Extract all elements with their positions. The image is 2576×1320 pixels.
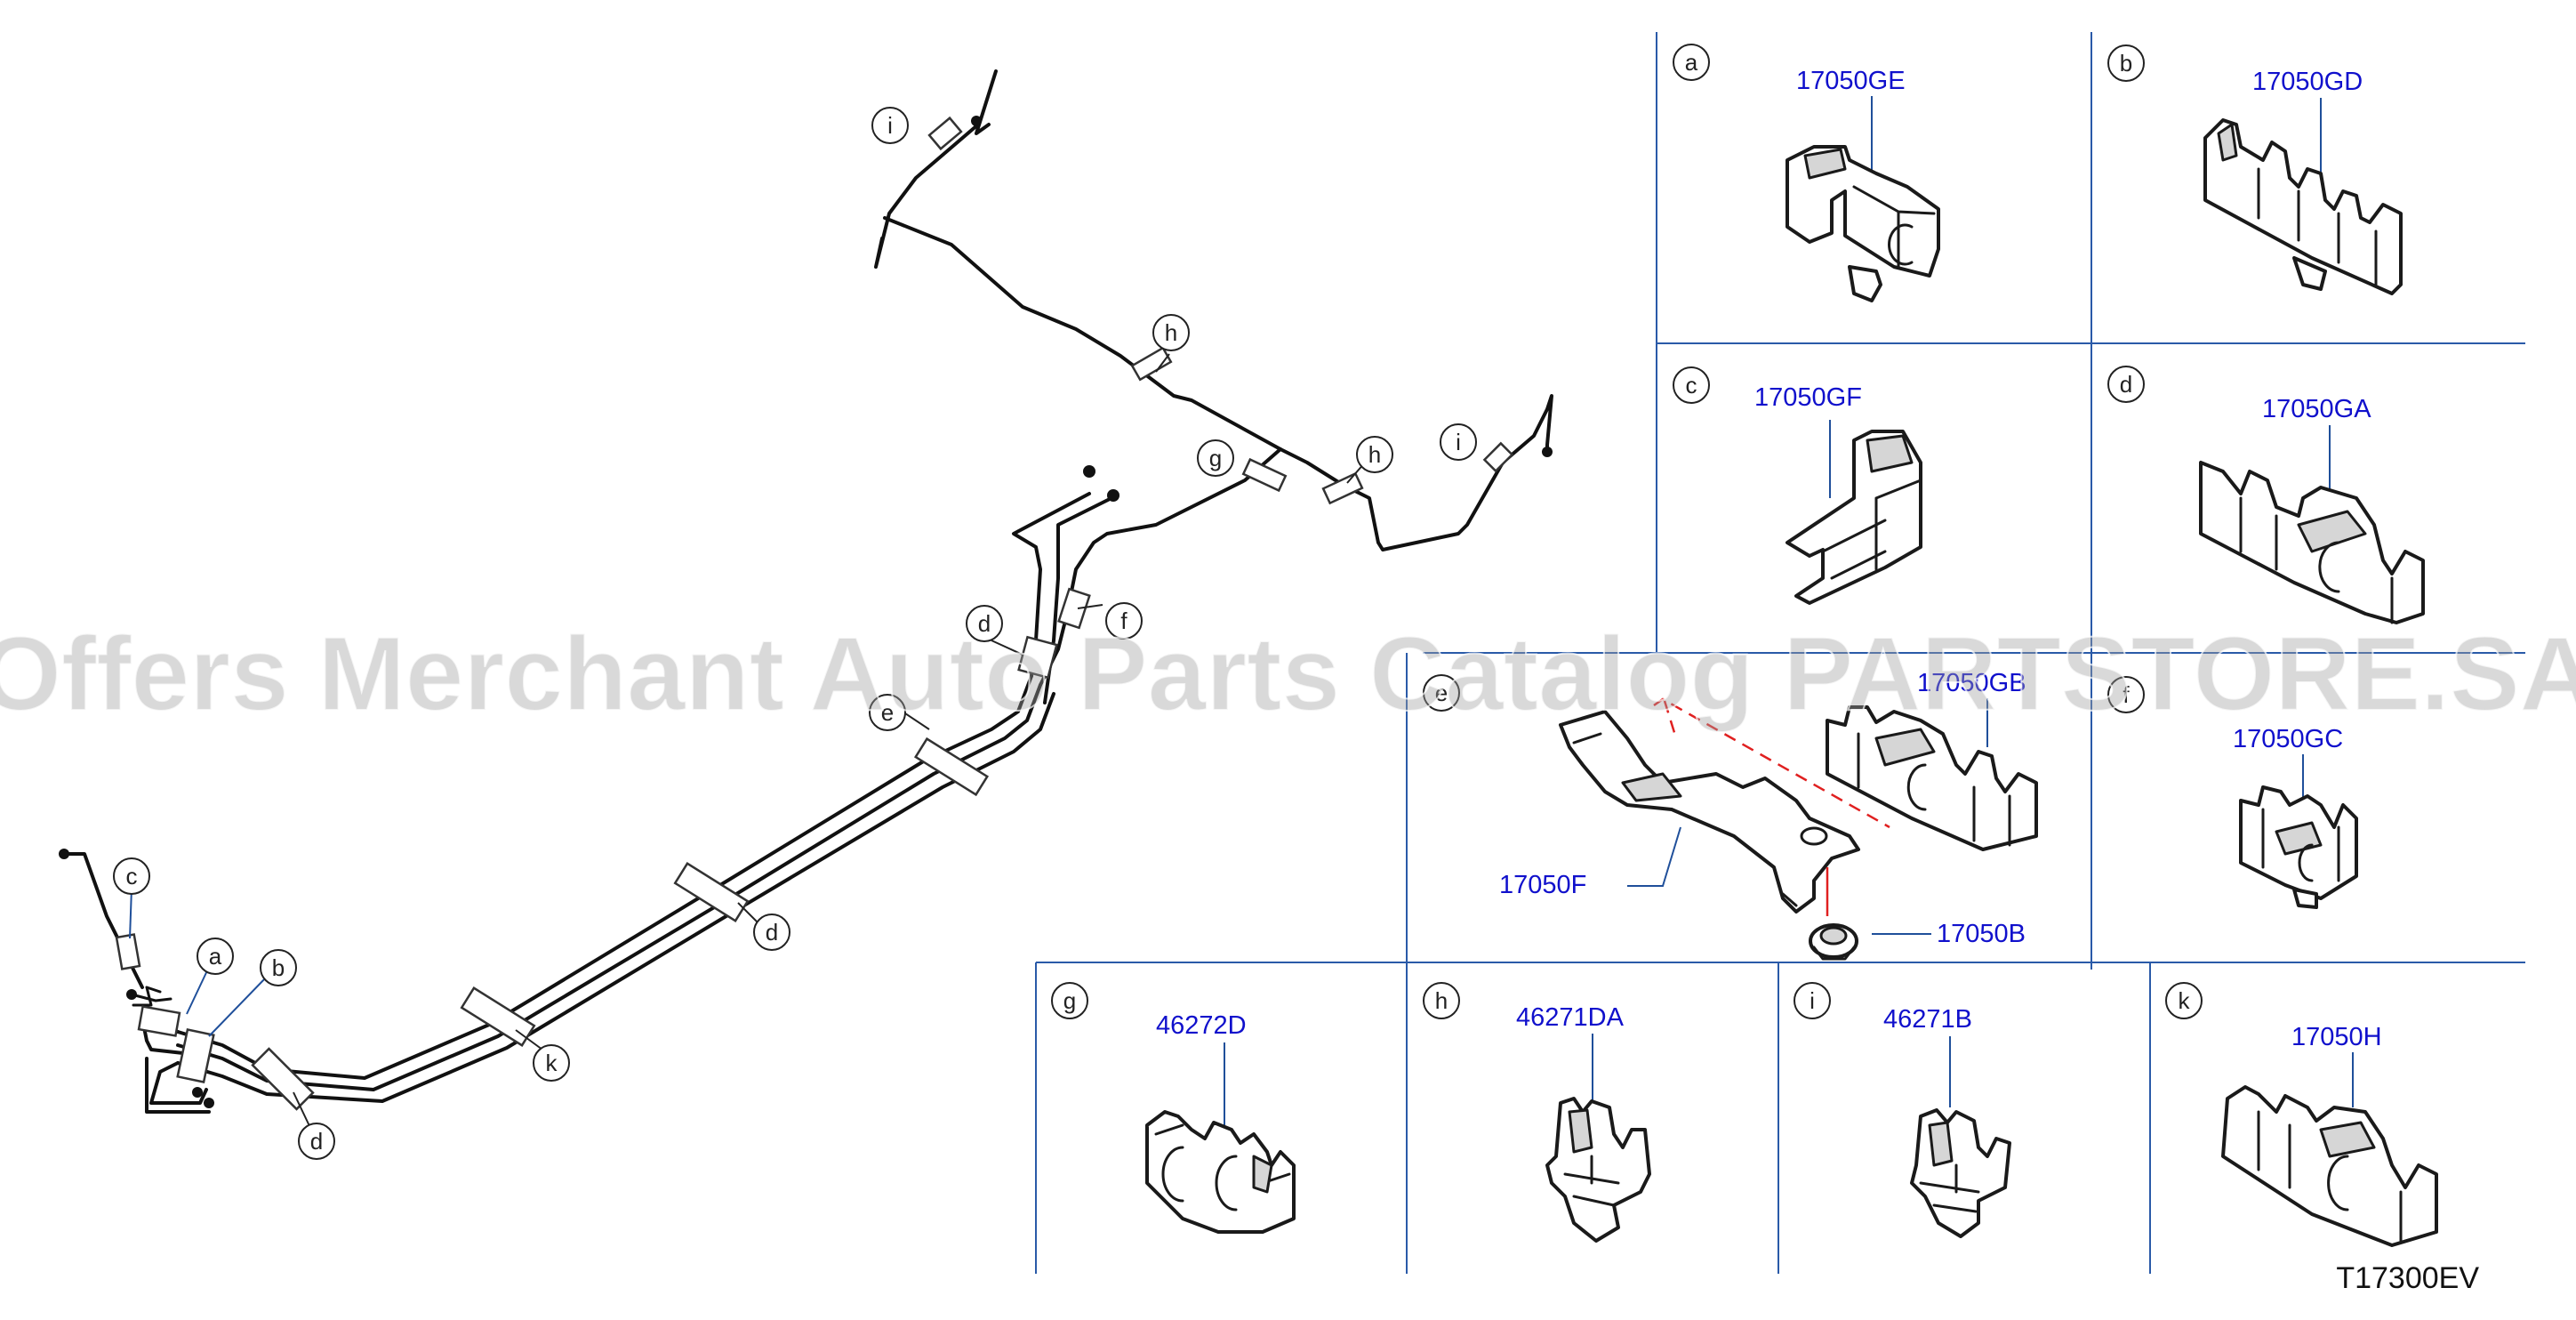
part-number-17050GA: 17050GA — [2262, 395, 2371, 423]
callout-i-top: i — [871, 107, 909, 144]
tube-end-dot — [59, 849, 69, 859]
svg-text:h: h — [1435, 987, 1448, 1014]
panel-f: f 17050GC — [2107, 676, 2358, 909]
clip-band-h-mid — [1321, 471, 1364, 505]
part-number-17050H: 17050H — [2291, 1023, 2382, 1051]
part-number-17050GC: 17050GC — [2233, 725, 2343, 753]
callout-i-right: i — [1440, 423, 1477, 461]
panel-g: g 46272D — [1051, 982, 1296, 1234]
tube-end-dot — [1107, 489, 1119, 502]
clip-band-c — [115, 933, 141, 970]
callout-k: k — [533, 1044, 570, 1082]
tube-end-dot — [1542, 447, 1553, 457]
svg-text:e: e — [881, 699, 894, 726]
bracket-17050F-icon — [1559, 710, 1860, 914]
clip-17050GD-icon — [2203, 118, 2403, 295]
tube-end-dot — [971, 116, 982, 126]
svg-text:k: k — [546, 1050, 558, 1076]
tube-assembly — [59, 69, 1553, 1114]
svg-text:e: e — [1435, 680, 1448, 706]
callout-e: e — [869, 694, 906, 731]
part-number-17050GB: 17050GB — [1917, 669, 2026, 697]
svg-text:i: i — [887, 112, 893, 139]
svg-text:d: d — [2120, 371, 2132, 398]
svg-text:g: g — [1063, 987, 1076, 1014]
clip-band-f — [1057, 587, 1091, 630]
svg-text:a: a — [209, 943, 222, 970]
panel-b: b 17050GD — [2107, 44, 2403, 295]
clip-46272D-icon — [1145, 1110, 1296, 1234]
svg-text:b: b — [272, 954, 285, 981]
panel-d: d 17050GA — [2107, 366, 2425, 624]
svg-text:i: i — [1810, 987, 1815, 1014]
part-number-46272D: 46272D — [1156, 1011, 1247, 1040]
clip-band-d-lower — [251, 1047, 315, 1111]
svg-text:h: h — [1368, 441, 1381, 468]
clip-17050GE-icon — [1786, 145, 1940, 302]
tube-end-dot — [192, 1087, 203, 1098]
svg-text:c: c — [1686, 372, 1697, 398]
clip-17050H-icon — [2221, 1085, 2438, 1247]
clip-band-a — [137, 1005, 181, 1037]
panel-h: h 46271DA — [1423, 982, 1651, 1243]
panel-a: a 17050GE — [1673, 44, 1940, 302]
svg-text:d: d — [978, 610, 991, 637]
part-number-46271B: 46271B — [1883, 1005, 1972, 1034]
panel-e: e 17050GB 17050F 17050B — [1423, 669, 2038, 961]
callout-h-top: h — [1152, 314, 1190, 351]
svg-text:c: c — [126, 863, 138, 889]
callout-d-middle: d — [753, 914, 790, 951]
clip-band-e — [913, 736, 990, 797]
part-number-17050GD: 17050GD — [2252, 68, 2363, 96]
tube-end-dot — [126, 989, 137, 1000]
part-number-17050B: 17050B — [1937, 920, 2026, 948]
clip-band-d-middle — [673, 862, 750, 922]
svg-text:h: h — [1165, 319, 1177, 346]
grommet-17050B-icon — [1809, 923, 1858, 961]
part-number-17050GF: 17050GF — [1754, 383, 1862, 412]
watermark-text: Offers Merchant Auto Parts Catalog PARTS… — [0, 616, 2576, 733]
clip-band-i-right — [1482, 441, 1514, 473]
callout-leaders — [129, 353, 1366, 1131]
part-number-46271DA: 46271DA — [1516, 1003, 1625, 1032]
svg-text:g: g — [1209, 445, 1222, 471]
callout-d-upper: d — [966, 605, 1003, 642]
svg-text:d: d — [766, 919, 778, 946]
svg-text:i: i — [1456, 429, 1461, 455]
diagram-reference-code: T17300EV — [2336, 1261, 2479, 1295]
clip-band-d-upper — [1017, 635, 1058, 680]
svg-text:b: b — [2120, 50, 2132, 76]
callout-a: a — [197, 938, 234, 975]
svg-text:f: f — [2123, 681, 2130, 708]
clip-17050GA-icon — [2199, 461, 2425, 624]
panel-k: k 17050H — [2165, 982, 2438, 1247]
tube-end-dot — [1083, 465, 1095, 478]
clip-46271B-icon — [1910, 1108, 2011, 1238]
callout-h-mid: h — [1356, 436, 1393, 473]
clip-band-h-top — [1130, 346, 1173, 382]
panel-c: c 17050GF — [1673, 366, 1922, 605]
clip-17050GB-icon — [1826, 705, 2038, 851]
svg-text:a: a — [1685, 49, 1698, 76]
part-number-17050GE: 17050GE — [1796, 67, 1906, 95]
clip-46271DA-icon — [1545, 1097, 1651, 1243]
tube-end-dot — [204, 1098, 214, 1108]
part-number-17050F: 17050F — [1499, 871, 1586, 899]
clip-band-i-top — [927, 116, 963, 151]
svg-text:f: f — [1120, 608, 1128, 634]
callout-g: g — [1197, 439, 1234, 477]
clip-17050GC-icon — [2239, 785, 2358, 909]
clip-band-g — [1241, 457, 1288, 493]
clip-band-b — [176, 1027, 215, 1084]
clip-17050GF-icon — [1786, 430, 1922, 605]
callout-f: f — [1105, 602, 1143, 640]
callout-d-lower: d — [298, 1123, 335, 1160]
panel-i: i 46271B — [1794, 982, 2011, 1238]
svg-text:k: k — [2179, 987, 2191, 1014]
callout-b: b — [260, 949, 297, 986]
callout-c: c — [113, 857, 150, 895]
svg-text:d: d — [310, 1128, 323, 1155]
panel-grid — [1035, 32, 2525, 1274]
